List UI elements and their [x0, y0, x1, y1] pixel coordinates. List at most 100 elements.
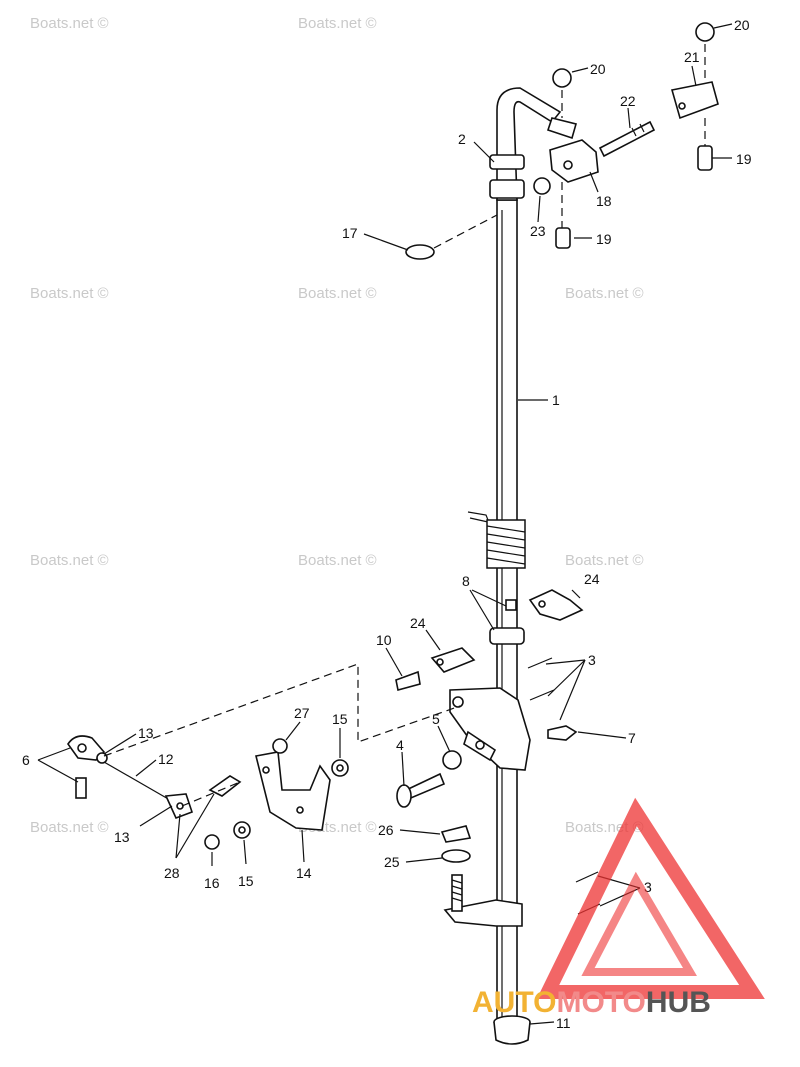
watermark: Boats.net ©: [298, 552, 377, 569]
callout-1: 1: [552, 392, 560, 408]
shaft: [489, 87, 577, 1031]
block-21-hole: [678, 102, 686, 110]
leader: [691, 65, 697, 87]
callout-18: 18: [596, 193, 612, 209]
bushing: [493, 1015, 531, 1045]
callout-13b: 13: [114, 829, 130, 845]
leader: [175, 793, 215, 859]
bushing-body: [493, 1021, 531, 1045]
pin-3: [529, 689, 555, 701]
spring-coils: [486, 525, 526, 565]
leader: [243, 839, 247, 865]
collar-pin: [505, 599, 517, 611]
throttle-arm: [449, 687, 531, 771]
screw-7: [547, 725, 578, 741]
leader: [175, 813, 181, 859]
callout-3a: 3: [588, 652, 596, 668]
callout-5: 5: [432, 711, 440, 727]
callout-20b: 20: [734, 17, 750, 33]
leader: [559, 659, 586, 721]
bracket-14: [255, 751, 331, 831]
stud-6: [75, 777, 87, 799]
top-linkage: [533, 22, 719, 249]
callout-26: 26: [378, 822, 394, 838]
bracket-hole: [538, 600, 546, 608]
washer-25: [441, 849, 471, 863]
dash-line: [181, 781, 241, 807]
leader: [301, 829, 305, 863]
callout-19a: 19: [596, 231, 612, 247]
spring: [467, 511, 526, 569]
leader: [537, 195, 541, 223]
leader: [285, 721, 301, 741]
block-18-hole: [563, 160, 573, 170]
callout-17: 17: [342, 225, 358, 241]
block-21: [670, 81, 719, 120]
right-parts: [395, 589, 601, 915]
logo-auto: AUTO: [472, 986, 556, 1019]
leader-lines: [37, 23, 733, 1025]
block-18: [549, 139, 599, 183]
callout-25: 25: [384, 854, 400, 870]
collar: [489, 627, 525, 645]
dash-line: [103, 663, 461, 757]
clip: [405, 214, 498, 260]
washer-hole: [336, 764, 344, 772]
callout-15a: 15: [238, 873, 254, 889]
leader: [425, 629, 441, 651]
center-fasteners: [396, 750, 472, 863]
leader: [135, 759, 157, 777]
watermark: Boats.net ©: [298, 15, 377, 32]
watermark: Boats.net ©: [565, 285, 644, 302]
left-linkage: [67, 663, 461, 850]
sleeve: [489, 154, 525, 170]
leader: [363, 233, 409, 251]
leader: [139, 805, 173, 827]
callout-13a: 13: [138, 725, 154, 741]
sleeve-lower: [489, 179, 525, 199]
dash-line: [433, 214, 498, 249]
watermark: Boats.net ©: [298, 285, 377, 302]
watermark: Boats.net ©: [30, 285, 109, 302]
bracket-24b: [430, 647, 476, 673]
washer-hole: [238, 826, 246, 834]
callout-23: 23: [530, 223, 546, 239]
leader: [471, 589, 507, 607]
leader: [37, 747, 71, 761]
rod-end-hole: [77, 743, 87, 753]
logo-moto: MOTO: [556, 986, 645, 1019]
callout-8: 8: [462, 573, 470, 589]
stud-22-thread: [631, 123, 645, 137]
watermark: Boats.net ©: [565, 552, 644, 569]
leader: [627, 107, 631, 129]
watermark: Boats.net ©: [30, 819, 109, 836]
callout-7: 7: [628, 730, 636, 746]
bottom-lever: [443, 874, 523, 927]
stud-thread: [451, 879, 463, 902]
leader: [469, 589, 495, 631]
arm-hole: [452, 696, 464, 708]
callout-19b: 19: [736, 151, 752, 167]
screw-10: [395, 670, 421, 691]
bracket-hole: [262, 766, 270, 774]
callout-2: 2: [458, 131, 466, 147]
leader: [385, 647, 403, 677]
leader: [399, 829, 441, 835]
screw-19b: [697, 145, 713, 171]
pin-3: [575, 871, 599, 883]
callout-24a: 24: [584, 571, 600, 587]
arm-body: [449, 687, 531, 771]
watermark: Boats.net ©: [30, 15, 109, 32]
leader: [589, 171, 599, 193]
bracket-24a: [528, 589, 584, 621]
callout-6: 6: [22, 752, 30, 768]
screw-4-head: [396, 784, 412, 808]
callout-20a: 20: [590, 61, 606, 77]
leader: [571, 589, 581, 599]
nut-13: [96, 752, 108, 764]
callout-12: 12: [158, 751, 174, 767]
stud-22: [598, 120, 656, 158]
clip-17: [405, 244, 435, 260]
screw-19a: [555, 227, 571, 249]
nut-26: [440, 825, 472, 843]
